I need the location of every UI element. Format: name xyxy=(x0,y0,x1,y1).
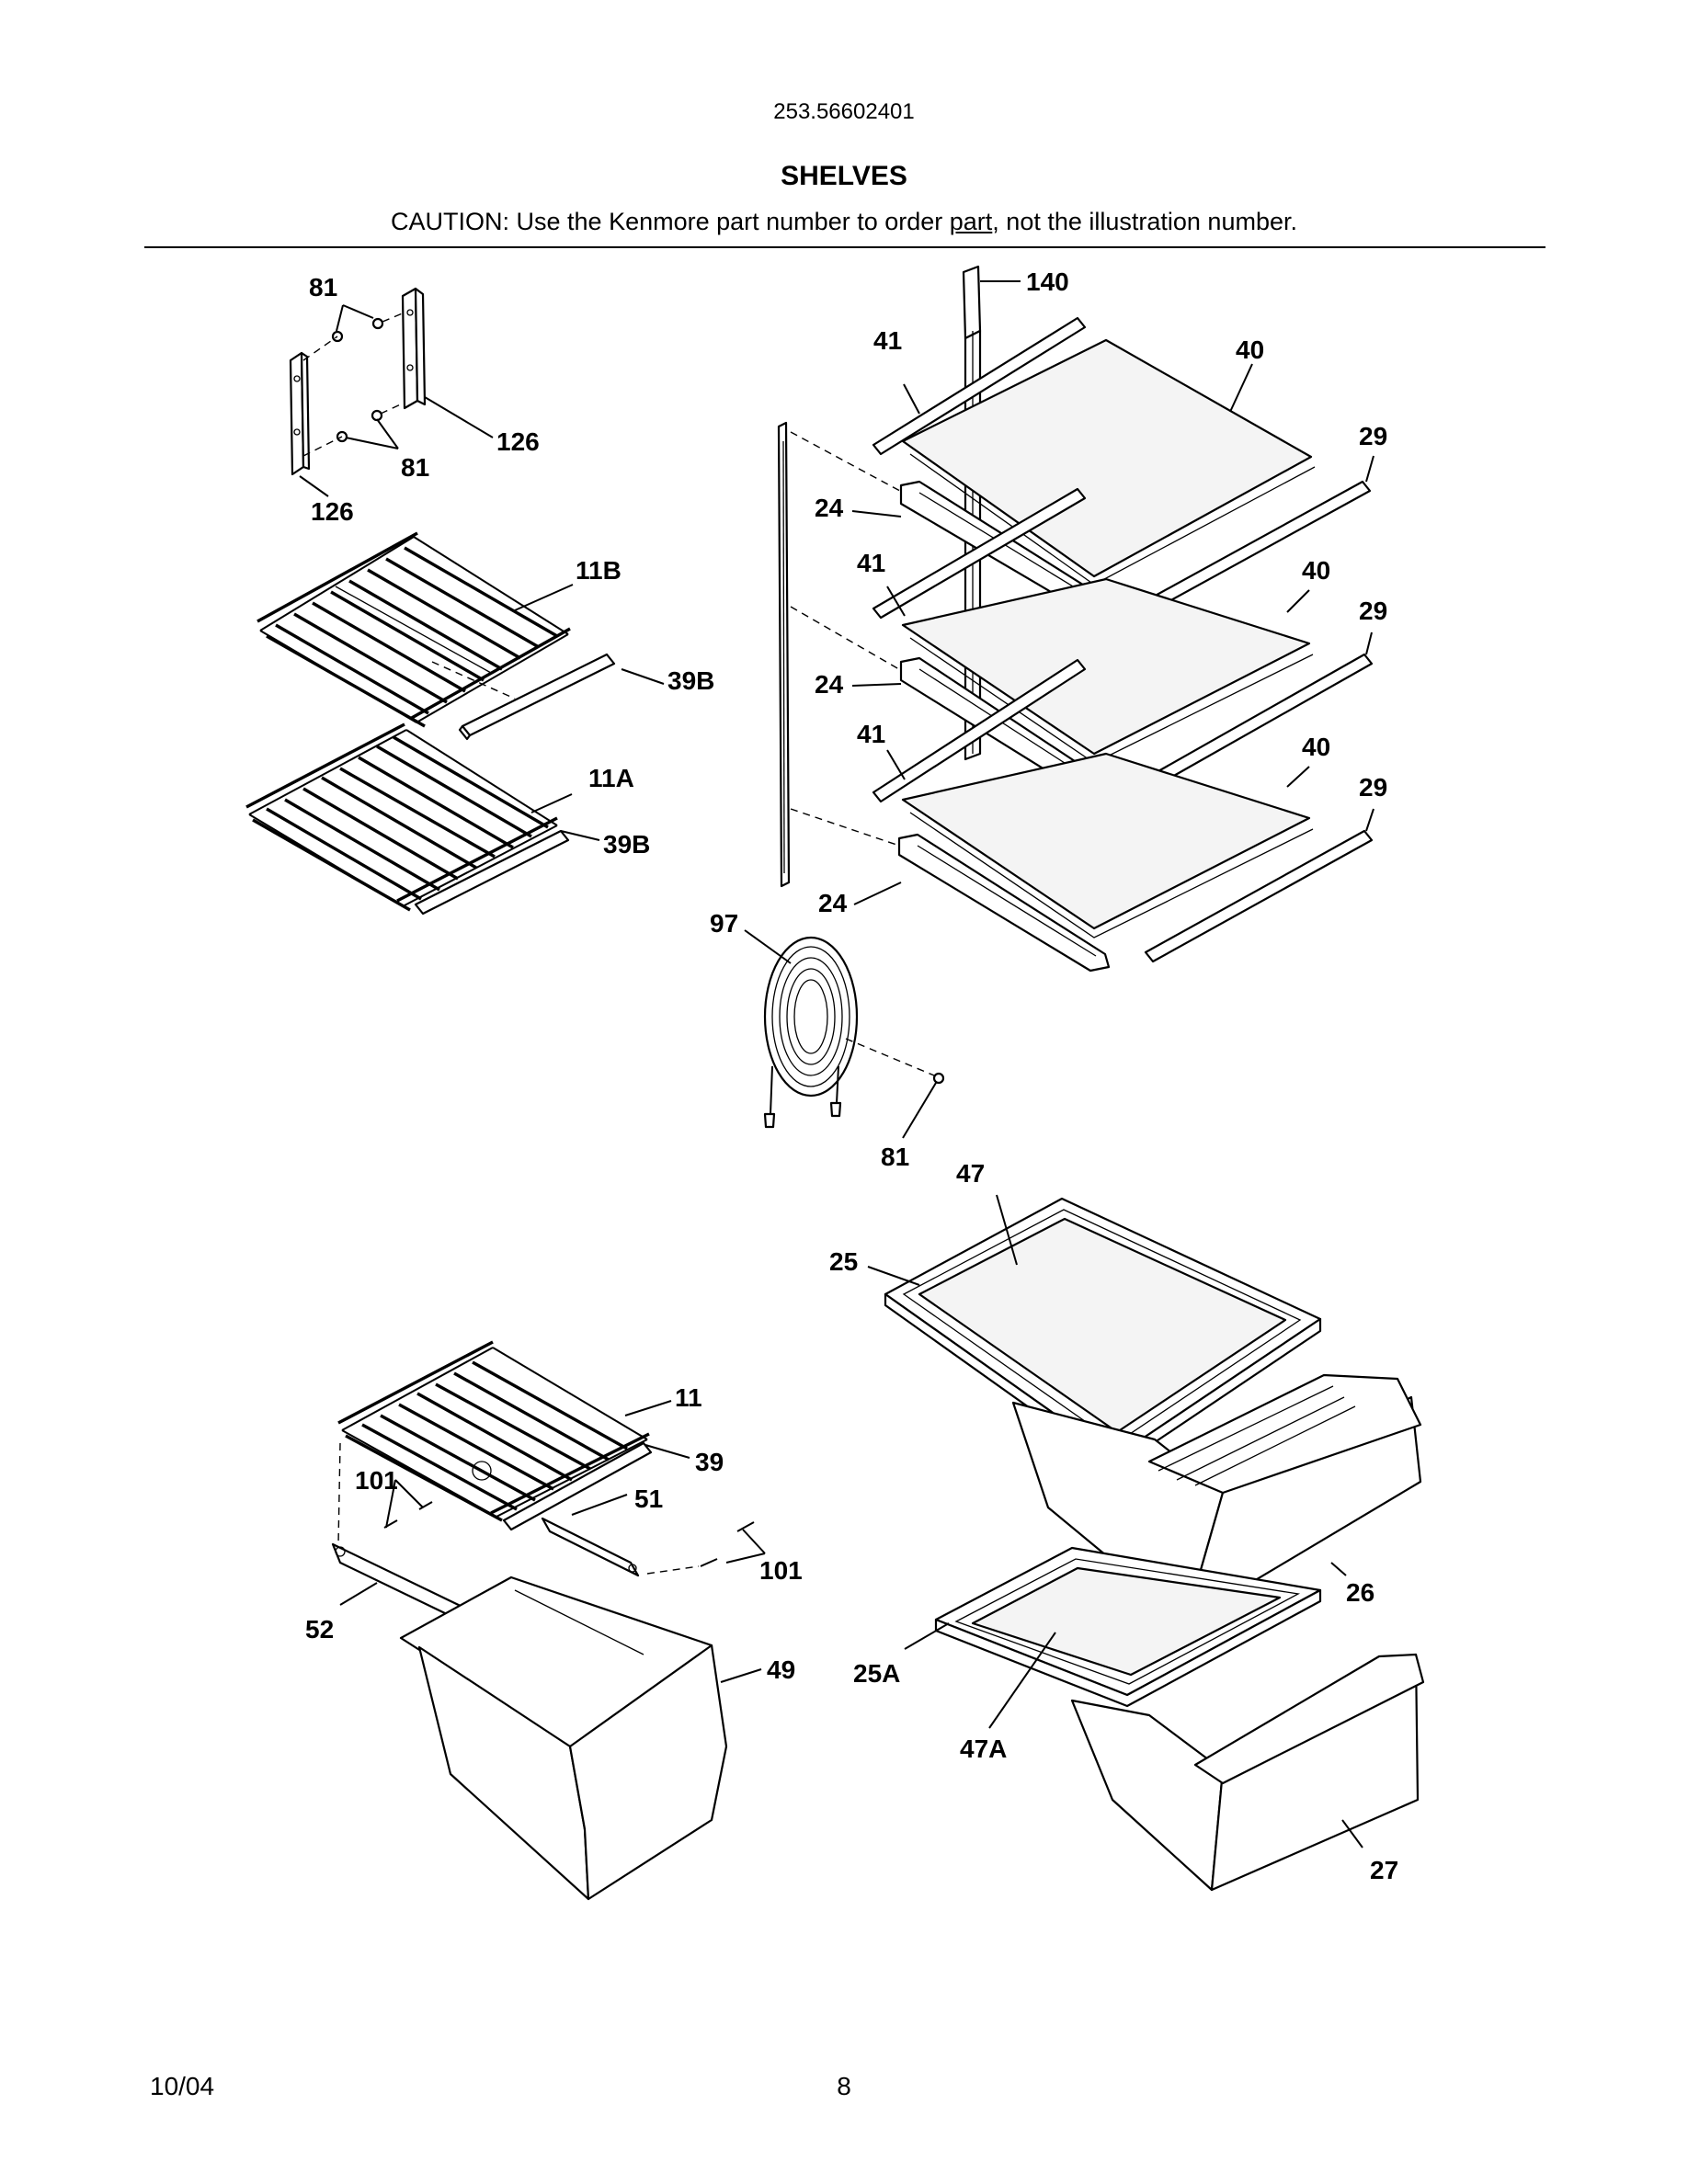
callout-41-top: 41 xyxy=(873,326,902,355)
shelf-trim-39B-lower xyxy=(414,829,570,916)
screws-101 xyxy=(383,1501,755,1575)
bracket-126-left xyxy=(289,351,311,476)
callout-24-low: 24 xyxy=(818,889,848,917)
header-rule xyxy=(144,246,1545,248)
crisper-glass-47 xyxy=(918,1217,1287,1434)
callout-140: 140 xyxy=(1026,267,1069,296)
caution-prefix: CAUTION: Use the Kenmore part number to … xyxy=(391,208,950,235)
callout-29-top: 29 xyxy=(1359,422,1387,450)
callout-41-low: 41 xyxy=(857,720,885,748)
callout-26: 26 xyxy=(1346,1578,1374,1607)
callout-27: 27 xyxy=(1370,1856,1398,1884)
callout-126-left: 126 xyxy=(311,497,354,526)
caution-suffix: , not the illustration number. xyxy=(992,208,1297,235)
screw-81-coil xyxy=(845,1038,945,1085)
callout-101-left: 101 xyxy=(355,1466,398,1495)
footer-date: 10/04 xyxy=(150,2072,215,2100)
model-number: 253.56602401 xyxy=(773,99,915,124)
shelf-frame-24-low xyxy=(897,833,1111,973)
callout-24-mid: 24 xyxy=(815,670,844,699)
callout-11B: 11B xyxy=(576,556,622,585)
shelf-rail-51 xyxy=(541,1517,640,1577)
callout-81-low: 81 xyxy=(881,1143,909,1171)
callout-81-top: 81 xyxy=(309,273,337,301)
caution-note: CAUTION: Use the Kenmore part number to … xyxy=(0,208,1688,236)
screws-81-brackets xyxy=(302,312,405,457)
shelf-trim-41-mid xyxy=(872,487,1087,620)
crisper-drawer-27 xyxy=(1070,1653,1425,1892)
callout-40-low: 40 xyxy=(1302,733,1330,761)
callout-39: 39 xyxy=(695,1448,724,1476)
callout-leaders xyxy=(299,280,1374,1848)
callout-47A: 47A xyxy=(960,1735,1007,1763)
page-title: SHELVES xyxy=(781,161,907,191)
shelf-trim-39 xyxy=(502,1441,653,1531)
callout-40-mid: 40 xyxy=(1302,556,1330,585)
side-rail-left xyxy=(777,421,911,888)
shelf-trim-29-low xyxy=(1144,829,1374,963)
callout-97: 97 xyxy=(710,909,738,938)
callout-29-low: 29 xyxy=(1359,773,1387,802)
heater-coil-97 xyxy=(763,936,859,1129)
storage-bin-49 xyxy=(399,1575,728,1901)
callout-52: 52 xyxy=(305,1615,334,1644)
callout-39B-lower: 39B xyxy=(603,830,650,859)
callout-47: 47 xyxy=(956,1159,985,1188)
caution-underlined: part xyxy=(949,208,993,235)
callout-29-mid: 29 xyxy=(1359,597,1387,625)
bracket-126-right xyxy=(401,287,427,410)
callout-11A: 11A xyxy=(588,764,634,792)
page-number: 8 xyxy=(837,2072,851,2100)
crisper-glass-47A xyxy=(971,1566,1282,1677)
callout-25: 25 xyxy=(829,1247,858,1276)
shelf-trim-41-low xyxy=(872,658,1087,803)
callout-101-right: 101 xyxy=(759,1556,803,1585)
glass-shelf-40-low xyxy=(901,752,1314,938)
callout-25A: 25A xyxy=(853,1659,900,1688)
callout-51: 51 xyxy=(634,1484,663,1513)
shelf-trim-39B-upper xyxy=(431,653,616,741)
wire-shelf-11B xyxy=(257,531,571,728)
wire-shelf-11 xyxy=(337,1340,650,1522)
wire-shelf-11A xyxy=(245,722,558,912)
callout-49: 49 xyxy=(767,1655,795,1684)
callout-41-mid: 41 xyxy=(857,549,885,577)
callout-40-top: 40 xyxy=(1236,336,1264,364)
shelf-trim-41-top xyxy=(872,316,1087,456)
callout-24-top: 24 xyxy=(815,494,844,522)
callout-39B-upper: 39B xyxy=(667,666,714,695)
callout-81-mid: 81 xyxy=(401,453,429,482)
callout-11: 11 xyxy=(675,1383,702,1412)
callout-126-right: 126 xyxy=(496,427,540,456)
